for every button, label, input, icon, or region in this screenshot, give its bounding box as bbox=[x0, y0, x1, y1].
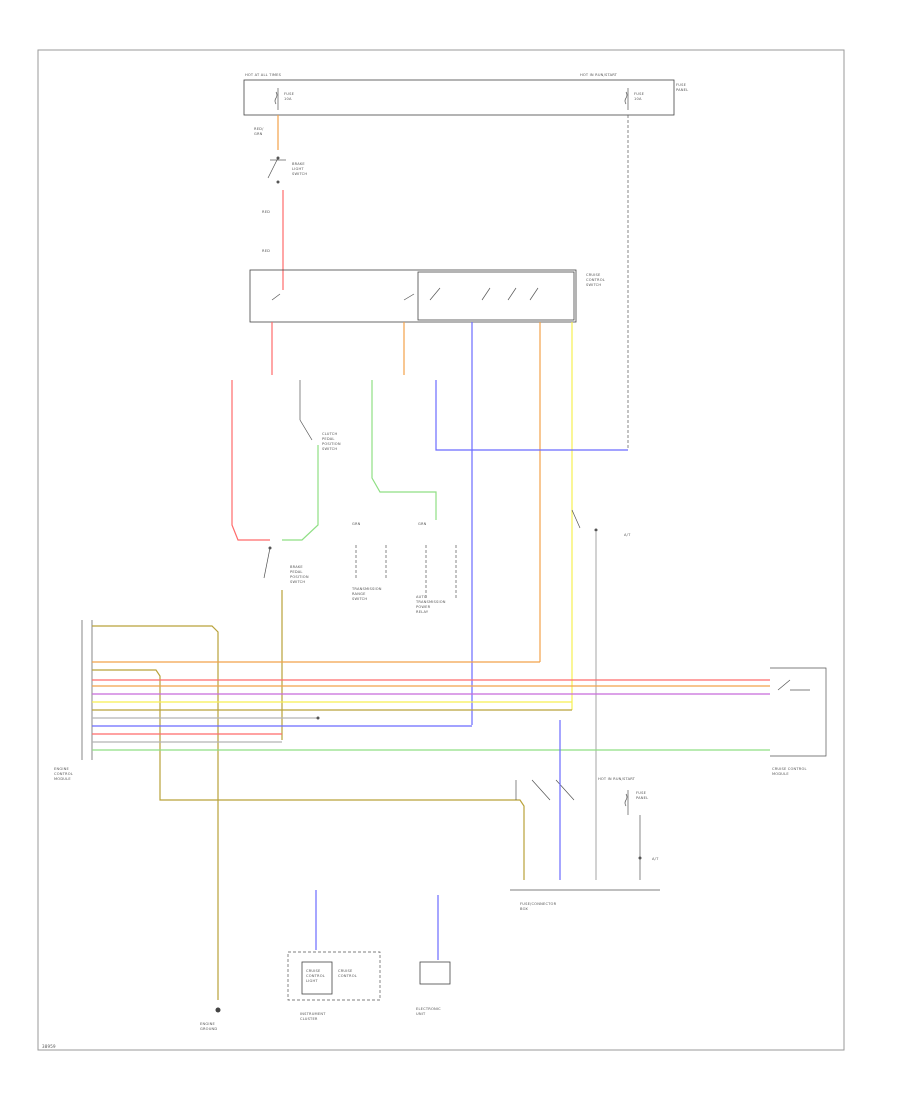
svg-text:HOT AT ALL TIMES: HOT AT ALL TIMES bbox=[245, 73, 282, 77]
svg-text:ENGINE: ENGINE bbox=[54, 767, 69, 771]
svg-text:LIGHT: LIGHT bbox=[292, 167, 304, 171]
harness-olive-top bbox=[92, 625, 219, 800]
svg-text:FUSE: FUSE bbox=[634, 92, 645, 96]
svg-text:PEDAL: PEDAL bbox=[290, 570, 303, 574]
svg-text:UNIT: UNIT bbox=[416, 1012, 426, 1016]
svg-text:HOT IN RUN/START: HOT IN RUN/START bbox=[598, 777, 636, 781]
svg-text:PANEL: PANEL bbox=[636, 796, 648, 800]
svg-text:A/T: A/T bbox=[624, 533, 631, 537]
svg-text:SWITCH: SWITCH bbox=[352, 597, 367, 601]
instrument-cluster: CRUISE CONTROL LIGHT CRUISE CONTROL INST… bbox=[287, 890, 381, 1021]
diagram-id: 38959 bbox=[42, 1044, 56, 1049]
svg-text:BRAKE: BRAKE bbox=[290, 565, 303, 569]
svg-text:FUSE/CONNECTOR: FUSE/CONNECTOR bbox=[520, 902, 557, 906]
svg-text:RELAY: RELAY bbox=[416, 610, 429, 614]
svg-text:INSTRUMENT: INSTRUMENT bbox=[300, 1012, 326, 1016]
svg-text:GROUND: GROUND bbox=[200, 1027, 217, 1031]
svg-text:FUSE: FUSE bbox=[676, 83, 687, 87]
svg-text:RED/: RED/ bbox=[254, 127, 264, 131]
svg-text:CRUISE: CRUISE bbox=[338, 969, 353, 973]
brake-switch: BRAKE LIGHT SWITCH bbox=[267, 156, 307, 184]
svg-text:AUTO: AUTO bbox=[416, 595, 427, 599]
ecm-connector: ENGINE CONTROL MODULE bbox=[54, 620, 93, 781]
svg-text:CONTROL: CONTROL bbox=[54, 772, 73, 776]
fuse-symbol-right: FUSE 10A bbox=[624, 88, 645, 110]
svg-text:HOT IN RUN/START: HOT IN RUN/START bbox=[580, 73, 618, 77]
cruise-switch-subbox bbox=[417, 271, 575, 321]
ground-point: ENGINE GROUND bbox=[200, 800, 221, 1031]
svg-text:RED: RED bbox=[262, 249, 270, 253]
svg-text:ENGINE: ENGINE bbox=[200, 1022, 215, 1026]
svg-text:BRAKE: BRAKE bbox=[292, 162, 305, 166]
svg-text:SWITCH: SWITCH bbox=[322, 447, 337, 451]
svg-text:CRUISE: CRUISE bbox=[586, 273, 601, 277]
transmission-range-switch: TRANSMISSION RANGE SWITCH bbox=[351, 545, 387, 601]
wire-green-mid bbox=[371, 380, 437, 520]
fuse-box-top bbox=[243, 79, 675, 116]
transmission-control-module: AUTO TRANSMISSION POWER RELAY bbox=[415, 545, 457, 614]
svg-text:RANGE: RANGE bbox=[352, 592, 366, 596]
svg-text:GRN: GRN bbox=[418, 522, 427, 526]
svg-text:PEDAL: PEDAL bbox=[322, 437, 335, 441]
svg-text:POSITION: POSITION bbox=[290, 575, 309, 579]
svg-text:10A: 10A bbox=[634, 97, 642, 101]
svg-text:SWITCH: SWITCH bbox=[292, 172, 307, 176]
wire-blue-loop bbox=[435, 380, 628, 451]
svg-text:ELECTRONIC: ELECTRONIC bbox=[416, 1007, 441, 1011]
diagram-frame bbox=[37, 49, 845, 1051]
svg-text:CRUISE CONTROL: CRUISE CONTROL bbox=[772, 767, 807, 771]
cruise-vacuum-switch: A/T bbox=[571, 509, 631, 537]
cruise-release-switch: BRAKE PEDAL POSITION SWITCH bbox=[263, 546, 309, 584]
cruise-control-switch-box bbox=[249, 269, 577, 323]
data-link-connector: FUSE/CONNECTOR BOX bbox=[510, 720, 660, 911]
svg-text:TRANSMISSION: TRANSMISSION bbox=[415, 600, 446, 604]
svg-text:FUSE: FUSE bbox=[284, 92, 295, 96]
svg-text:GRN: GRN bbox=[352, 522, 361, 526]
wire-red-left bbox=[231, 380, 270, 541]
svg-text:MODULE: MODULE bbox=[772, 772, 789, 776]
harness-olive-2 bbox=[92, 669, 525, 880]
svg-text:CLUTCH: CLUTCH bbox=[322, 432, 337, 436]
speed-sensor: ELECTRONIC UNIT bbox=[416, 895, 451, 1016]
svg-text:POSITION: POSITION bbox=[322, 442, 341, 446]
svg-text:10A: 10A bbox=[284, 97, 292, 101]
svg-text:CONTROL: CONTROL bbox=[306, 974, 325, 978]
fuse-symbol-left: FUSE 10A bbox=[274, 88, 295, 110]
cruise-control-module: CRUISE CONTROL MODULE bbox=[770, 667, 827, 776]
svg-text:RED: RED bbox=[262, 210, 270, 214]
svg-text:SWITCH: SWITCH bbox=[586, 283, 601, 287]
svg-text:CONTROL: CONTROL bbox=[586, 278, 605, 282]
svg-text:FUSE: FUSE bbox=[636, 791, 647, 795]
clutch-switch: CLUTCH PEDAL POSITION SWITCH bbox=[299, 380, 341, 451]
svg-text:A/T: A/T bbox=[652, 857, 659, 861]
svg-text:BOX: BOX bbox=[520, 907, 528, 911]
svg-text:CONTROL: CONTROL bbox=[338, 974, 357, 978]
svg-text:MODULE: MODULE bbox=[54, 777, 71, 781]
svg-text:LIGHT: LIGHT bbox=[306, 979, 318, 983]
svg-text:GRN: GRN bbox=[254, 132, 263, 136]
svg-text:POWER: POWER bbox=[416, 605, 431, 609]
svg-text:TRANSMISSION: TRANSMISSION bbox=[351, 587, 382, 591]
fuse-lower: HOT IN RUN/START FUSE PANEL A/T bbox=[598, 777, 659, 880]
svg-text:SWITCH: SWITCH bbox=[290, 580, 305, 584]
svg-text:CLUSTER: CLUSTER bbox=[300, 1017, 318, 1021]
svg-text:PANEL: PANEL bbox=[676, 88, 688, 92]
cruise-switch-contacts bbox=[271, 287, 539, 301]
svg-text:CRUISE: CRUISE bbox=[306, 969, 321, 973]
wire-green-left bbox=[282, 445, 319, 541]
